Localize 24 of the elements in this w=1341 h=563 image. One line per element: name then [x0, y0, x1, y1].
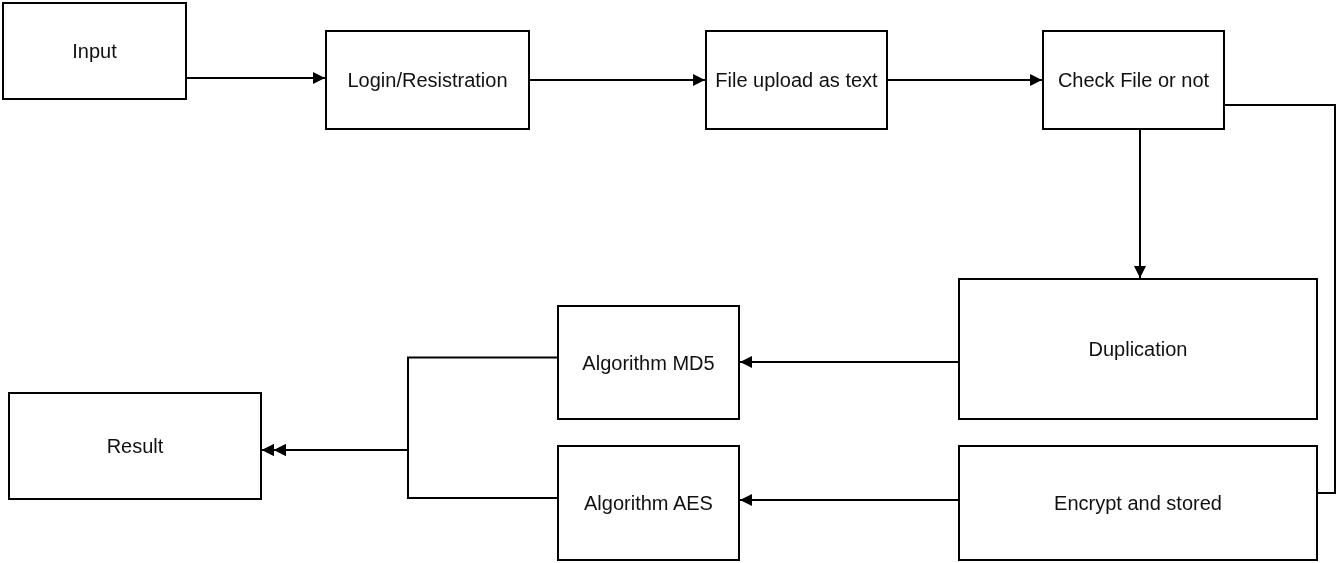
box-label: Result [105, 434, 165, 459]
box-label: Login/Resistration [346, 68, 509, 93]
box-label: Algorithm AES [583, 491, 714, 516]
process-box [958, 445, 1318, 561]
process-box [557, 445, 740, 561]
process-box [705, 30, 888, 130]
process-box [325, 30, 530, 130]
arrow [1134, 129, 1146, 279]
arrow [739, 356, 959, 368]
box-label: Check File or not [1056, 68, 1211, 93]
arrow [739, 494, 959, 506]
process-box [557, 305, 740, 420]
arrow [887, 74, 1043, 86]
box-label: Algorithm MD5 [581, 350, 716, 376]
arrow [186, 72, 326, 84]
arrow [529, 74, 706, 86]
box-label: Encrypt and stored [1053, 491, 1223, 516]
process-box [1042, 30, 1225, 130]
process-box [8, 392, 262, 500]
process-box [2, 2, 187, 100]
box-label: Input [71, 39, 118, 64]
box-label: File upload as text [714, 68, 879, 93]
box-label: Duplication [1087, 337, 1189, 362]
process-box [958, 278, 1318, 420]
